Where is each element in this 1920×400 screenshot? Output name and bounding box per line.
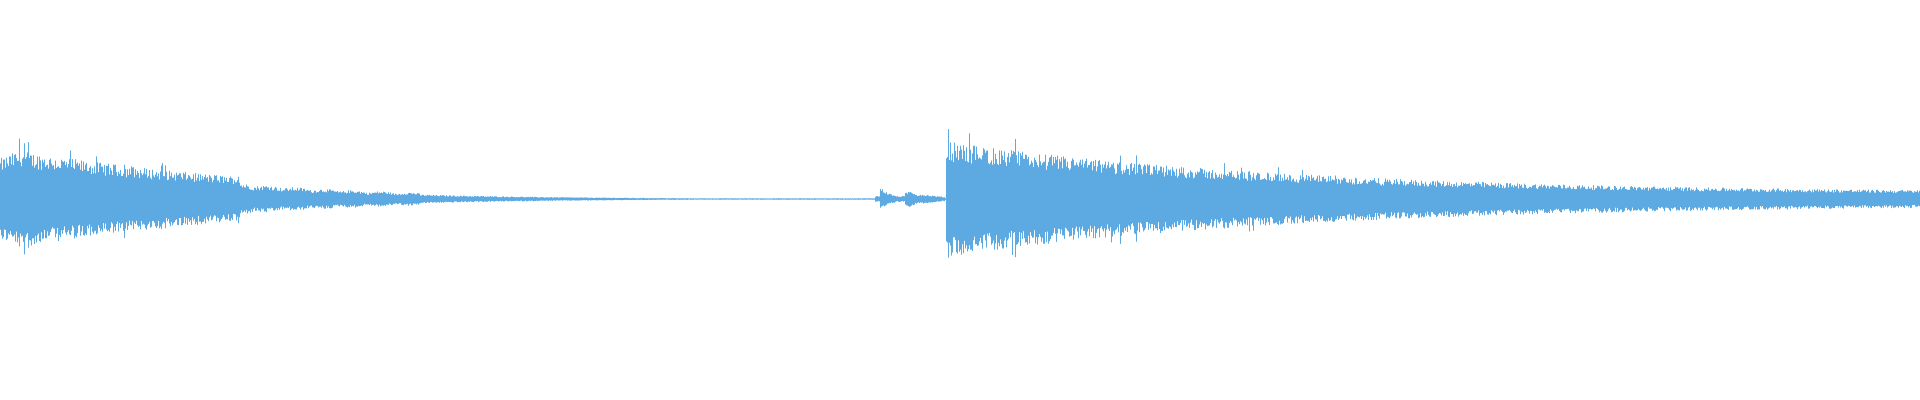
waveform-bars: [0, 129, 1920, 258]
